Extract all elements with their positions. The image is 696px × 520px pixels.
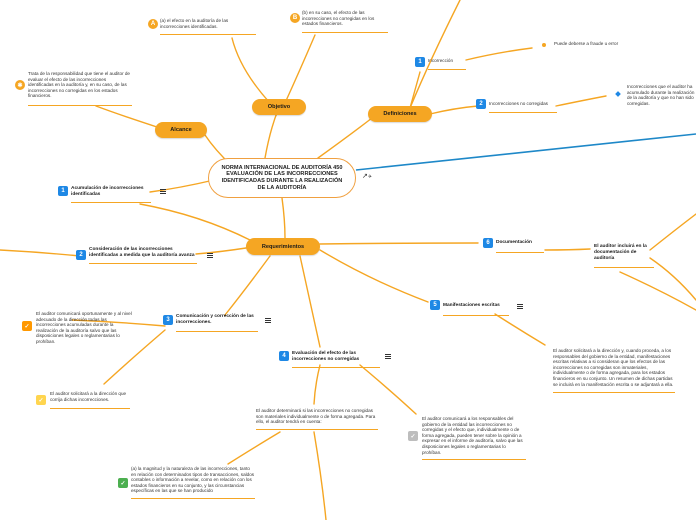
- number-5-icon: 5: [430, 300, 440, 310]
- requerimientos-node[interactable]: Requerimientos: [246, 238, 320, 255]
- line-document-child: [544, 248, 591, 251]
- line-doc-right3: [619, 271, 696, 311]
- definicion-no-corregidas[interactable]: Incorrecciones no corregidas: [489, 101, 557, 113]
- letter-a-icon: A: [148, 19, 158, 29]
- line-doc-right1: [649, 213, 696, 251]
- alcance-node[interactable]: Alcance: [155, 122, 207, 138]
- number-2-icon: 2: [476, 99, 486, 109]
- number-1-icon: 1: [415, 57, 425, 67]
- line-central-definiciones: [317, 117, 373, 159]
- line-central-objetivo: [264, 109, 279, 159]
- line-central-acumulacion: [149, 179, 215, 193]
- notes-icon[interactable]: [385, 354, 391, 359]
- req-consideracion[interactable]: Consideración de las incorrecciones iden…: [89, 247, 197, 264]
- line-eval-child2: [359, 364, 417, 415]
- comunicacion-child1[interactable]: El auditor comunicará oportunamente y al…: [36, 311, 132, 344]
- line-eval-down: [313, 431, 327, 520]
- line-item1-child: [465, 47, 533, 61]
- number-6-icon: 6: [483, 238, 493, 248]
- definicion-incorreccion[interactable]: Incorrección: [428, 58, 466, 70]
- notes-icon[interactable]: [160, 189, 166, 194]
- central-topic[interactable]: NORMA INTERNACIONAL DE AUDITORÍA 450 EVA…: [208, 158, 356, 198]
- definicion-incorreccion-child[interactable]: Puede deberse a fraude u error: [554, 41, 619, 46]
- number-2-icon: 2: [76, 250, 86, 260]
- line-objetivo-a: [231, 37, 271, 104]
- objetivo-b-text[interactable]: (b) en su caso, el efecto de las incorre…: [302, 10, 388, 33]
- manifestaciones-child[interactable]: El auditor solicitará a la dirección y, …: [553, 348, 675, 394]
- line-eval-child1: [313, 364, 321, 405]
- number-4-icon: 4: [279, 351, 289, 361]
- line-consid-left: [0, 249, 81, 257]
- objetivo-node[interactable]: Objetivo: [252, 99, 306, 115]
- line-eval-sub: [227, 431, 281, 465]
- evaluacion-sub-a[interactable]: (a) la magnitud y la naturaleza de las i…: [131, 466, 255, 499]
- line-req-document: [319, 242, 479, 245]
- comunicacion-child2[interactable]: El auditor solicitará a la dirección que…: [50, 391, 130, 410]
- letter-b-icon: B: [290, 13, 300, 23]
- check-icon: ✓: [118, 478, 128, 488]
- objetivo-a-text[interactable]: (a) el efecto en la auditoría de las inc…: [160, 18, 256, 36]
- objetivo-label: Objetivo: [267, 104, 291, 110]
- line-doc-right2: [649, 257, 696, 301]
- line-req-consideracion: [195, 247, 247, 255]
- central-title: NORMA INTERNACIONAL DE AUDITORÍA 450 EVA…: [221, 164, 343, 191]
- evaluacion-child1[interactable]: El auditor determinará si las incorrecci…: [256, 408, 378, 430]
- line-com-child2: [103, 329, 166, 385]
- bullet-icon: [542, 43, 546, 47]
- line-com-child1: [71, 319, 166, 327]
- definiciones-label: Definiciones: [383, 111, 417, 117]
- line-central-requerimientos: [281, 197, 286, 239]
- line-def-up: [409, 0, 461, 109]
- line-req-acumulacion: [139, 203, 251, 241]
- line-def-item2: [429, 105, 479, 115]
- definiciones-node[interactable]: Definiciones: [368, 106, 432, 122]
- line-alcance-text: [95, 105, 161, 129]
- definicion-no-corregidas-child[interactable]: Incorrecciones que el auditor ha acumula…: [627, 84, 695, 106]
- documentacion-child[interactable]: El auditor incluirá en la documentación …: [594, 244, 654, 269]
- notes-icon[interactable]: [207, 253, 213, 258]
- check-icon: ✓: [22, 321, 32, 331]
- line-req-evaluacion: [299, 255, 321, 348]
- notes-icon[interactable]: [265, 318, 271, 323]
- notes-icon[interactable]: [517, 304, 523, 309]
- alcance-text[interactable]: Trata de la responsabilidad que tiene el…: [28, 71, 132, 106]
- requerimientos-label: Requerimientos: [261, 243, 305, 250]
- arrow-icon: ↗: [362, 173, 368, 180]
- req-evaluacion[interactable]: Evaluación del efecto de las incorreccio…: [292, 351, 380, 368]
- line-item2-child: [555, 95, 607, 107]
- check-icon: ✓: [408, 431, 418, 441]
- number-1-icon: 1: [58, 186, 68, 196]
- check-icon: ✓: [36, 395, 46, 405]
- req-documentacion[interactable]: Documentación: [496, 240, 544, 253]
- link-icon[interactable]: ↗✈: [362, 173, 373, 180]
- line-objetivo-b: [284, 34, 316, 104]
- line-def-item1: [409, 71, 421, 109]
- line-central-link: [355, 133, 696, 171]
- evaluacion-child2[interactable]: El auditor comunicará a los responsables…: [422, 416, 526, 461]
- star-icon: ✱: [15, 80, 25, 90]
- alcance-label: Alcance: [170, 127, 192, 133]
- req-manifestaciones[interactable]: Manifestaciones escritas: [443, 303, 509, 316]
- req-comunicacion[interactable]: Comunicación y corrección de las incorre…: [176, 314, 258, 332]
- line-req-manifest: [319, 249, 429, 303]
- req-acumulacion[interactable]: Acumulación de incorrecciones identifica…: [71, 186, 151, 203]
- line-manifest-child: [494, 313, 546, 346]
- line-req-comunicacion: [224, 255, 271, 316]
- number-3-icon: 3: [163, 315, 173, 325]
